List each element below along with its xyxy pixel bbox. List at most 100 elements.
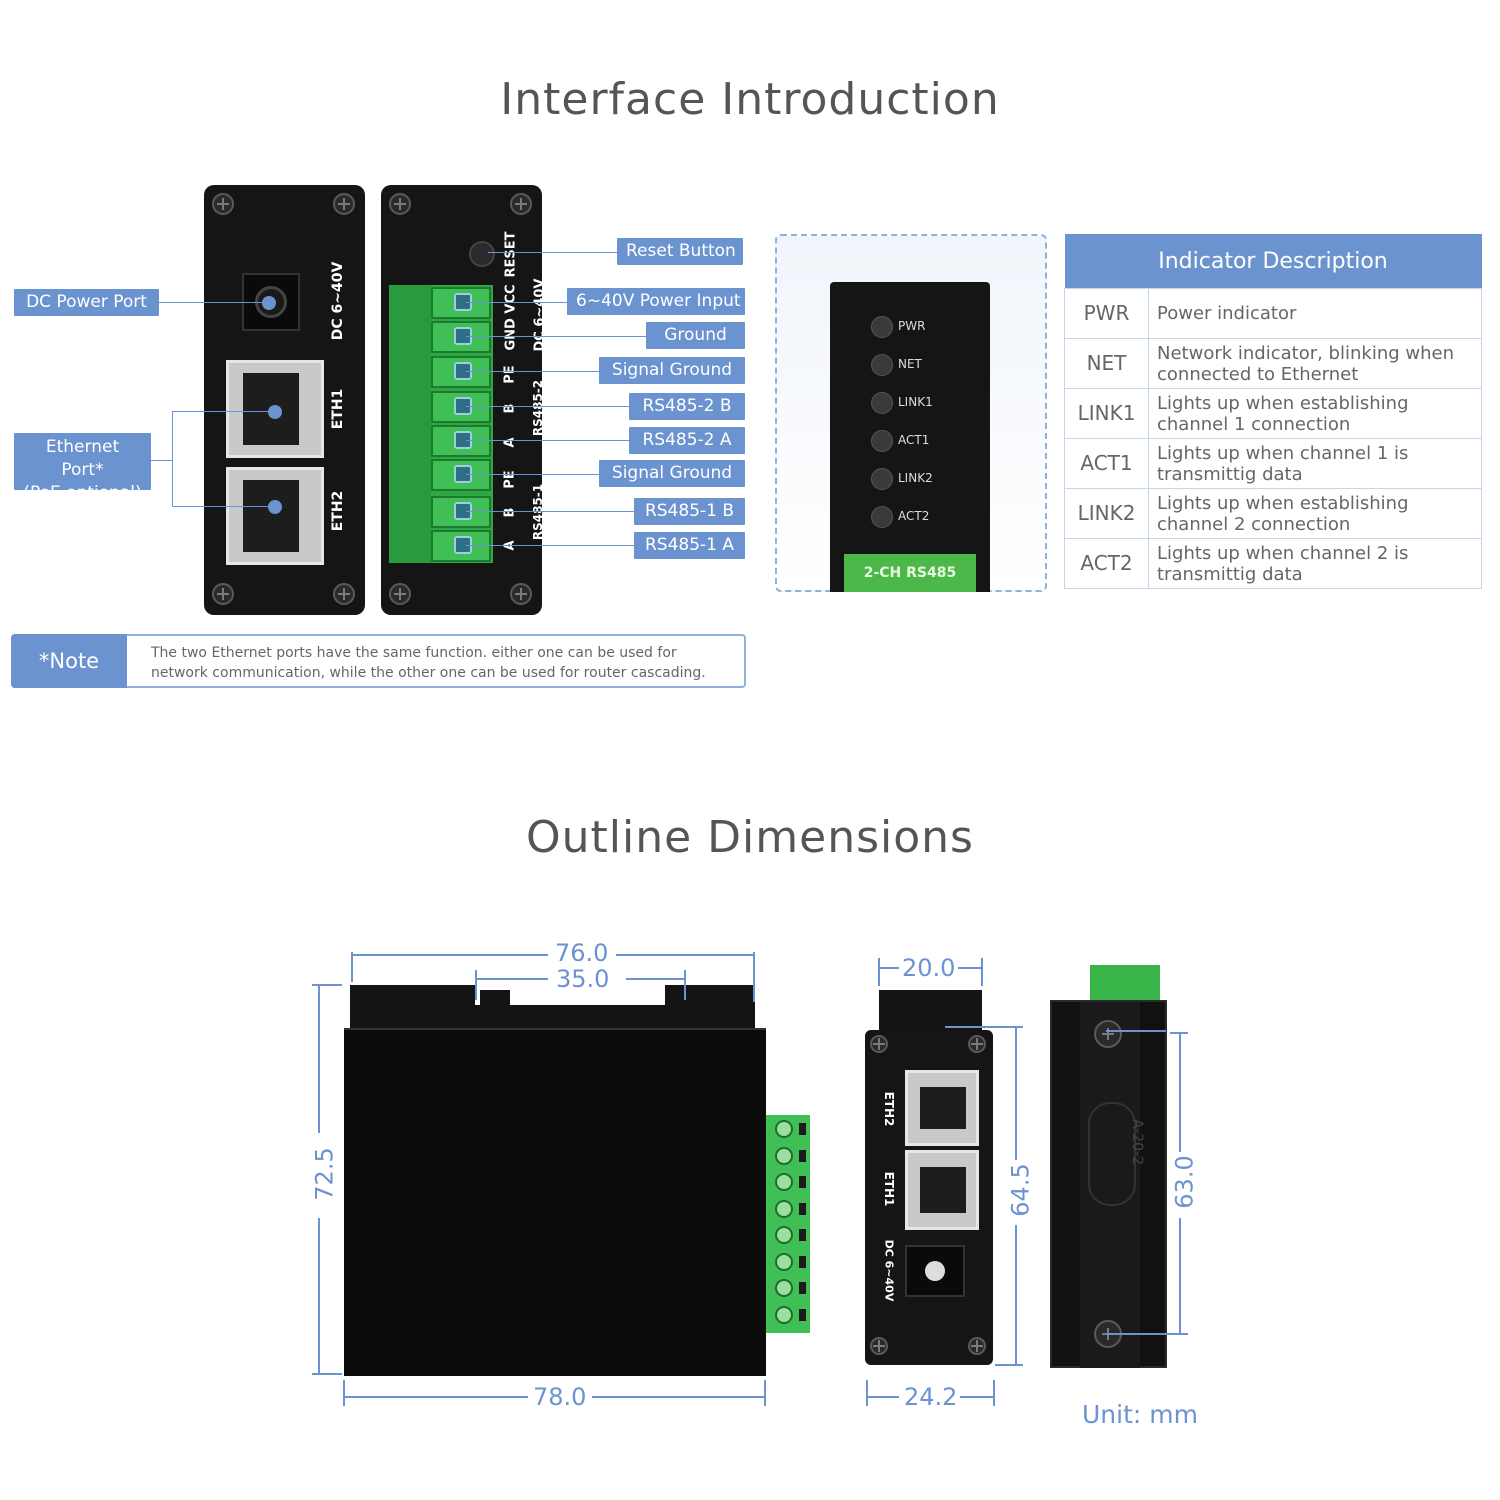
dim-tick [312,1373,342,1375]
led-panel-footer: 2-CH RS485 [844,554,976,592]
unit-label: Unit: mm [1082,1400,1198,1429]
callout-dot [262,296,276,310]
dim-tick [684,970,686,1000]
callout-ethernet-port: Ethernet Port* (PoE optional) [14,433,151,503]
dim-line [318,1218,320,1374]
outline-terminal-screw-icon [775,1252,793,1271]
screw-icon [333,583,355,605]
indicator-description: Network indicator, blinking when connect… [1148,338,1482,389]
outline-terminal-pin [799,1255,806,1268]
outline-front-top [879,990,982,1032]
dim-top-inner: 35.0 [556,965,610,993]
dim-line [1179,1034,1181,1152]
callout-signal-ground-2: Signal Ground [599,460,745,487]
dim-front-bottom: 24.2 [904,1383,958,1411]
callout-line [172,411,173,507]
outline-terminal-screw-icon [775,1120,793,1138]
callout-line [466,336,646,337]
indicator-key: ACT2 [1064,538,1149,589]
outline-main-top-rail [350,985,755,1030]
led-net-icon [871,354,893,376]
screw-icon [870,1337,888,1355]
dim-tick [312,984,342,986]
screw-icon [1094,1020,1122,1048]
indicator-description: Lights up when channel 1 is transmittig … [1148,438,1482,489]
callout-line [488,252,617,253]
outline-terminal-screw-icon [775,1305,793,1324]
dim-top-width: 76.0 [555,939,609,967]
indicator-key: LINK1 [1064,388,1149,439]
dim-side-height: 63.0 [1170,1155,1199,1209]
outline-terminal-pin [799,1149,806,1162]
callout-dot [268,405,282,419]
dim-tick [878,958,880,986]
outline-terminal-screw-icon [775,1199,793,1218]
label-dc: DC 6~40V [330,261,346,341]
outline-side-terminal-top [1090,965,1160,1001]
label-rs485-2: RS485-2 [531,379,545,437]
callout-rs485-2-a: RS485-2 A [629,427,745,454]
led-label: ACT2 [898,509,930,523]
callout-line [159,302,267,303]
outline-rj45-eth2 [905,1070,979,1146]
outline-terminal-pin [799,1176,806,1188]
callout-line [172,411,270,412]
indicator-description: Lights up when establishing channel 2 co… [1148,488,1482,539]
outline-side-body: A-20-2 [1050,1000,1167,1368]
dim-tick [981,958,983,986]
callout-line [466,371,599,372]
dim-line [879,967,899,969]
dim-tick [1106,1333,1188,1335]
label-gnd-vcc: GND VCC [503,284,519,351]
led-panel-device: 2-CH RS485 [830,282,990,592]
dim-tick [1106,1030,1166,1032]
led-pwr-icon [871,316,893,338]
dim-line [1015,1225,1017,1365]
dim-front-top: 20.0 [902,954,956,982]
dim-tick [945,1026,1023,1028]
interface-title: Interface Introduction [500,74,1000,125]
outline-terminal-screw-icon [775,1279,793,1297]
label-eth1: ETH1 [330,388,346,430]
screw-icon [333,193,355,215]
dim-left-height: 72.5 [310,1147,339,1201]
indicator-key: PWR [1064,288,1149,339]
terminal-cell [431,496,491,528]
dim-front-height: 64.5 [1006,1163,1035,1217]
label-b-1: B [502,403,518,414]
screw-icon [510,193,532,215]
label-a-1: A [502,437,518,448]
dim-tick [753,952,755,1002]
dim-line [958,967,981,969]
outline-terminal-pin [799,1229,806,1241]
indicator-key: ACT1 [1064,438,1149,489]
callout-rs485-1-b: RS485-1 B [634,498,745,525]
label-dc-side: DC 6~40V [532,278,548,352]
dim-tick [764,1380,766,1406]
outline-terminal-screw-icon [775,1146,793,1165]
led-act1-icon [871,430,893,452]
dim-line [867,1396,899,1398]
terminal-cell [431,321,491,353]
dim-line [626,978,684,980]
callout-line [466,474,599,475]
dim-line [344,1396,528,1398]
indicator-table-header: Indicator Description [1064,234,1482,289]
rj45-eth2 [226,467,324,565]
callout-dot [268,500,282,514]
led-link1-icon [871,392,893,414]
outline-dc-jack [905,1245,965,1297]
outline-label-eth1: ETH1 [882,1171,896,1207]
dim-tick [343,1380,345,1406]
led-label: LINK2 [898,471,933,485]
led-label: NET [898,357,922,371]
led-link2-icon [871,468,893,490]
led-act2-icon [871,506,893,528]
note-label: *Note [11,634,127,688]
callout-ground: Ground [646,322,745,349]
callout-line [466,302,567,303]
callout-line [466,545,634,546]
